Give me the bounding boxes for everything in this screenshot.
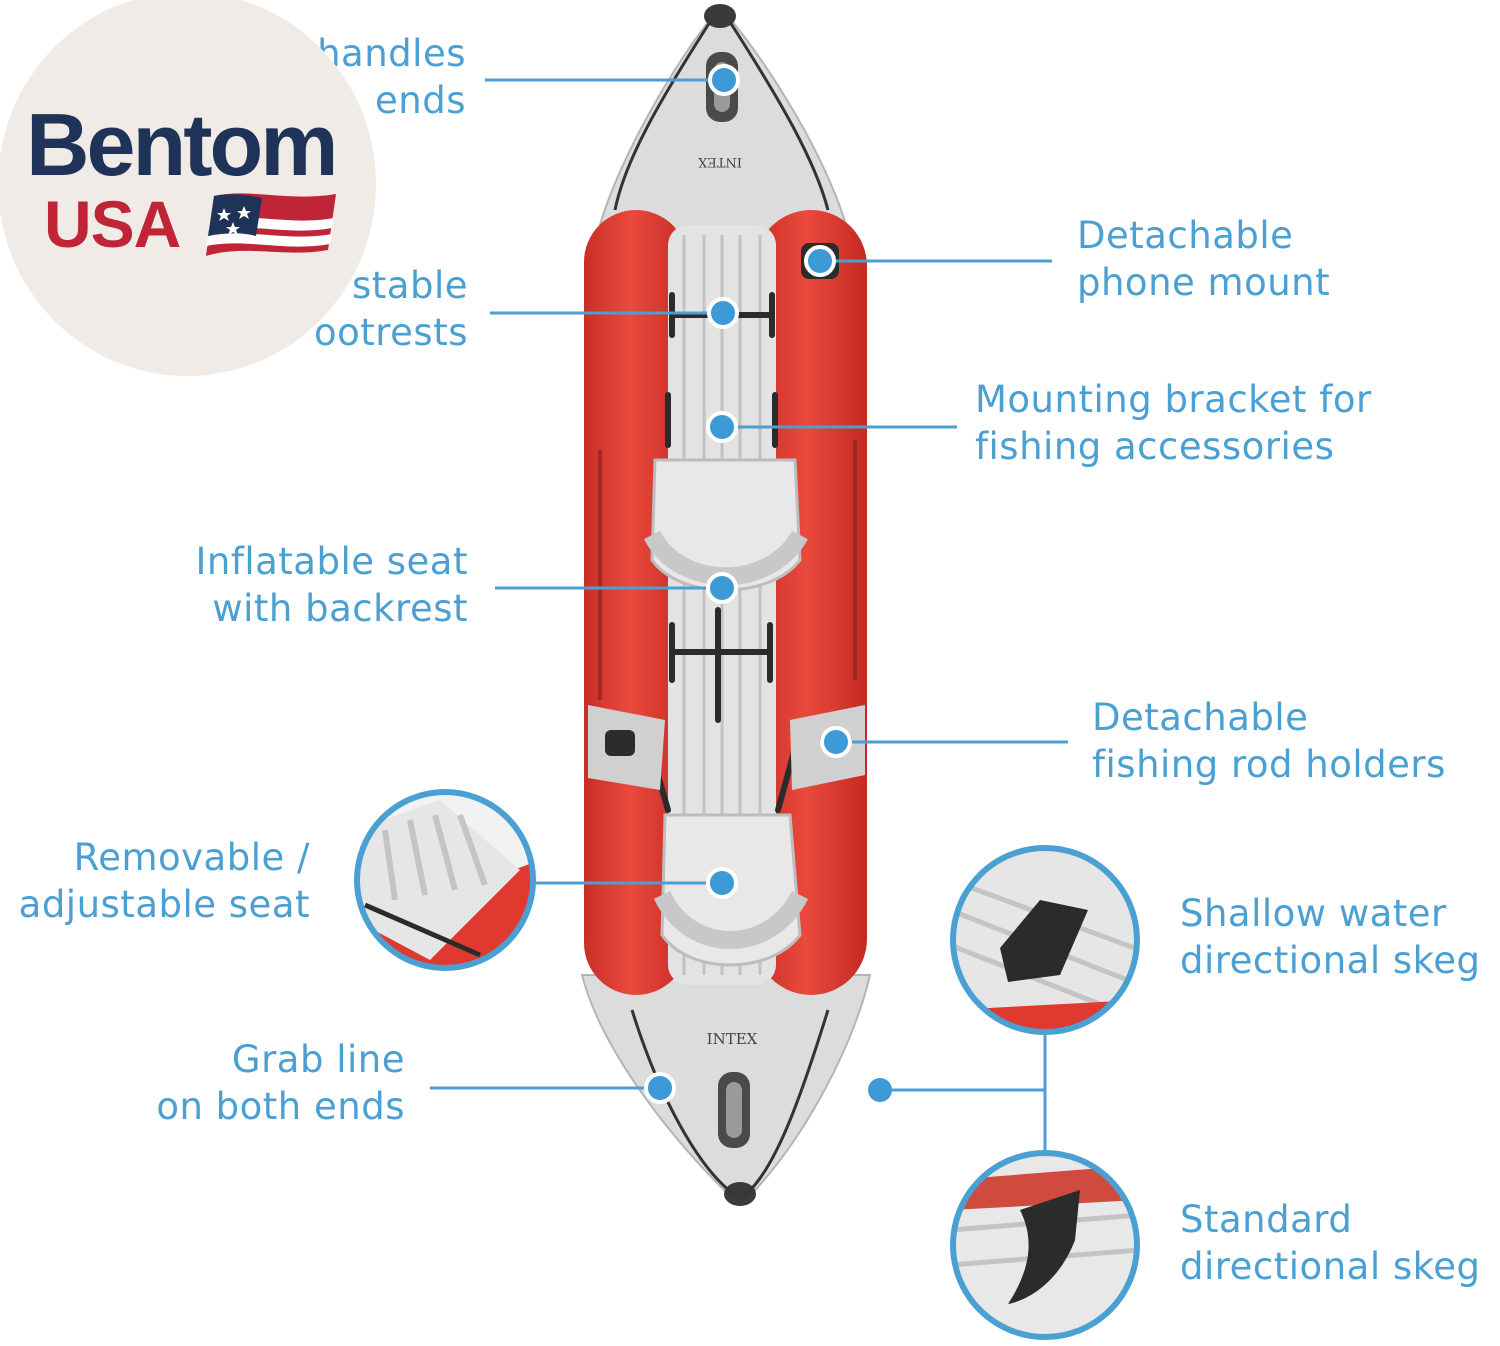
label-carry-handles: handles ends [317, 32, 466, 122]
label-standard-skeg: Standard directional skeg [1180, 1198, 1481, 1288]
brand-logo: Bentom USA [0, 0, 376, 376]
brand-name: Bentom [26, 95, 339, 194]
standard-skeg-inset [950, 1150, 1140, 1340]
label-removable-seat: Removable / adjustable seat [18, 836, 310, 926]
bow-marking: INTEX [697, 154, 742, 169]
label-grab-line: Grab line on both ends [156, 1038, 405, 1128]
brand-disc [0, 0, 376, 376]
shallow-skeg-inset [950, 845, 1140, 1035]
label-mounting-bracket: Mounting bracket for fishing accessories [975, 378, 1372, 468]
dot-skeg [868, 1078, 892, 1102]
dot-inflatable-seat [706, 572, 738, 604]
dot-mounting-bracket [706, 411, 738, 443]
kayak-hull: INTEX INTEX [580, 4, 872, 1207]
dot-carry-handles [708, 64, 740, 96]
dot-rod-holders [820, 726, 852, 758]
label-phone-mount: Detachable phone mount [1077, 214, 1331, 304]
brand-country: USA [44, 187, 181, 261]
label-footrests: stable ootrests [313, 264, 468, 354]
label-inflatable-seat: Inflatable seat with backrest [195, 540, 468, 630]
stern-marking: INTEX [707, 1030, 758, 1048]
callout-dots [644, 64, 892, 1104]
flag-icon [206, 193, 336, 256]
seat-inset [354, 789, 536, 971]
label-shallow-skeg: Shallow water directional skeg [1180, 892, 1481, 982]
label-rod-holders: Detachable fishing rod holders [1092, 696, 1446, 786]
dot-grab-line [644, 1072, 676, 1104]
dot-removable-seat [706, 867, 738, 899]
dot-phone-mount [804, 245, 836, 277]
dot-footrests [707, 297, 739, 329]
callout-lines [430, 78, 1068, 1153]
